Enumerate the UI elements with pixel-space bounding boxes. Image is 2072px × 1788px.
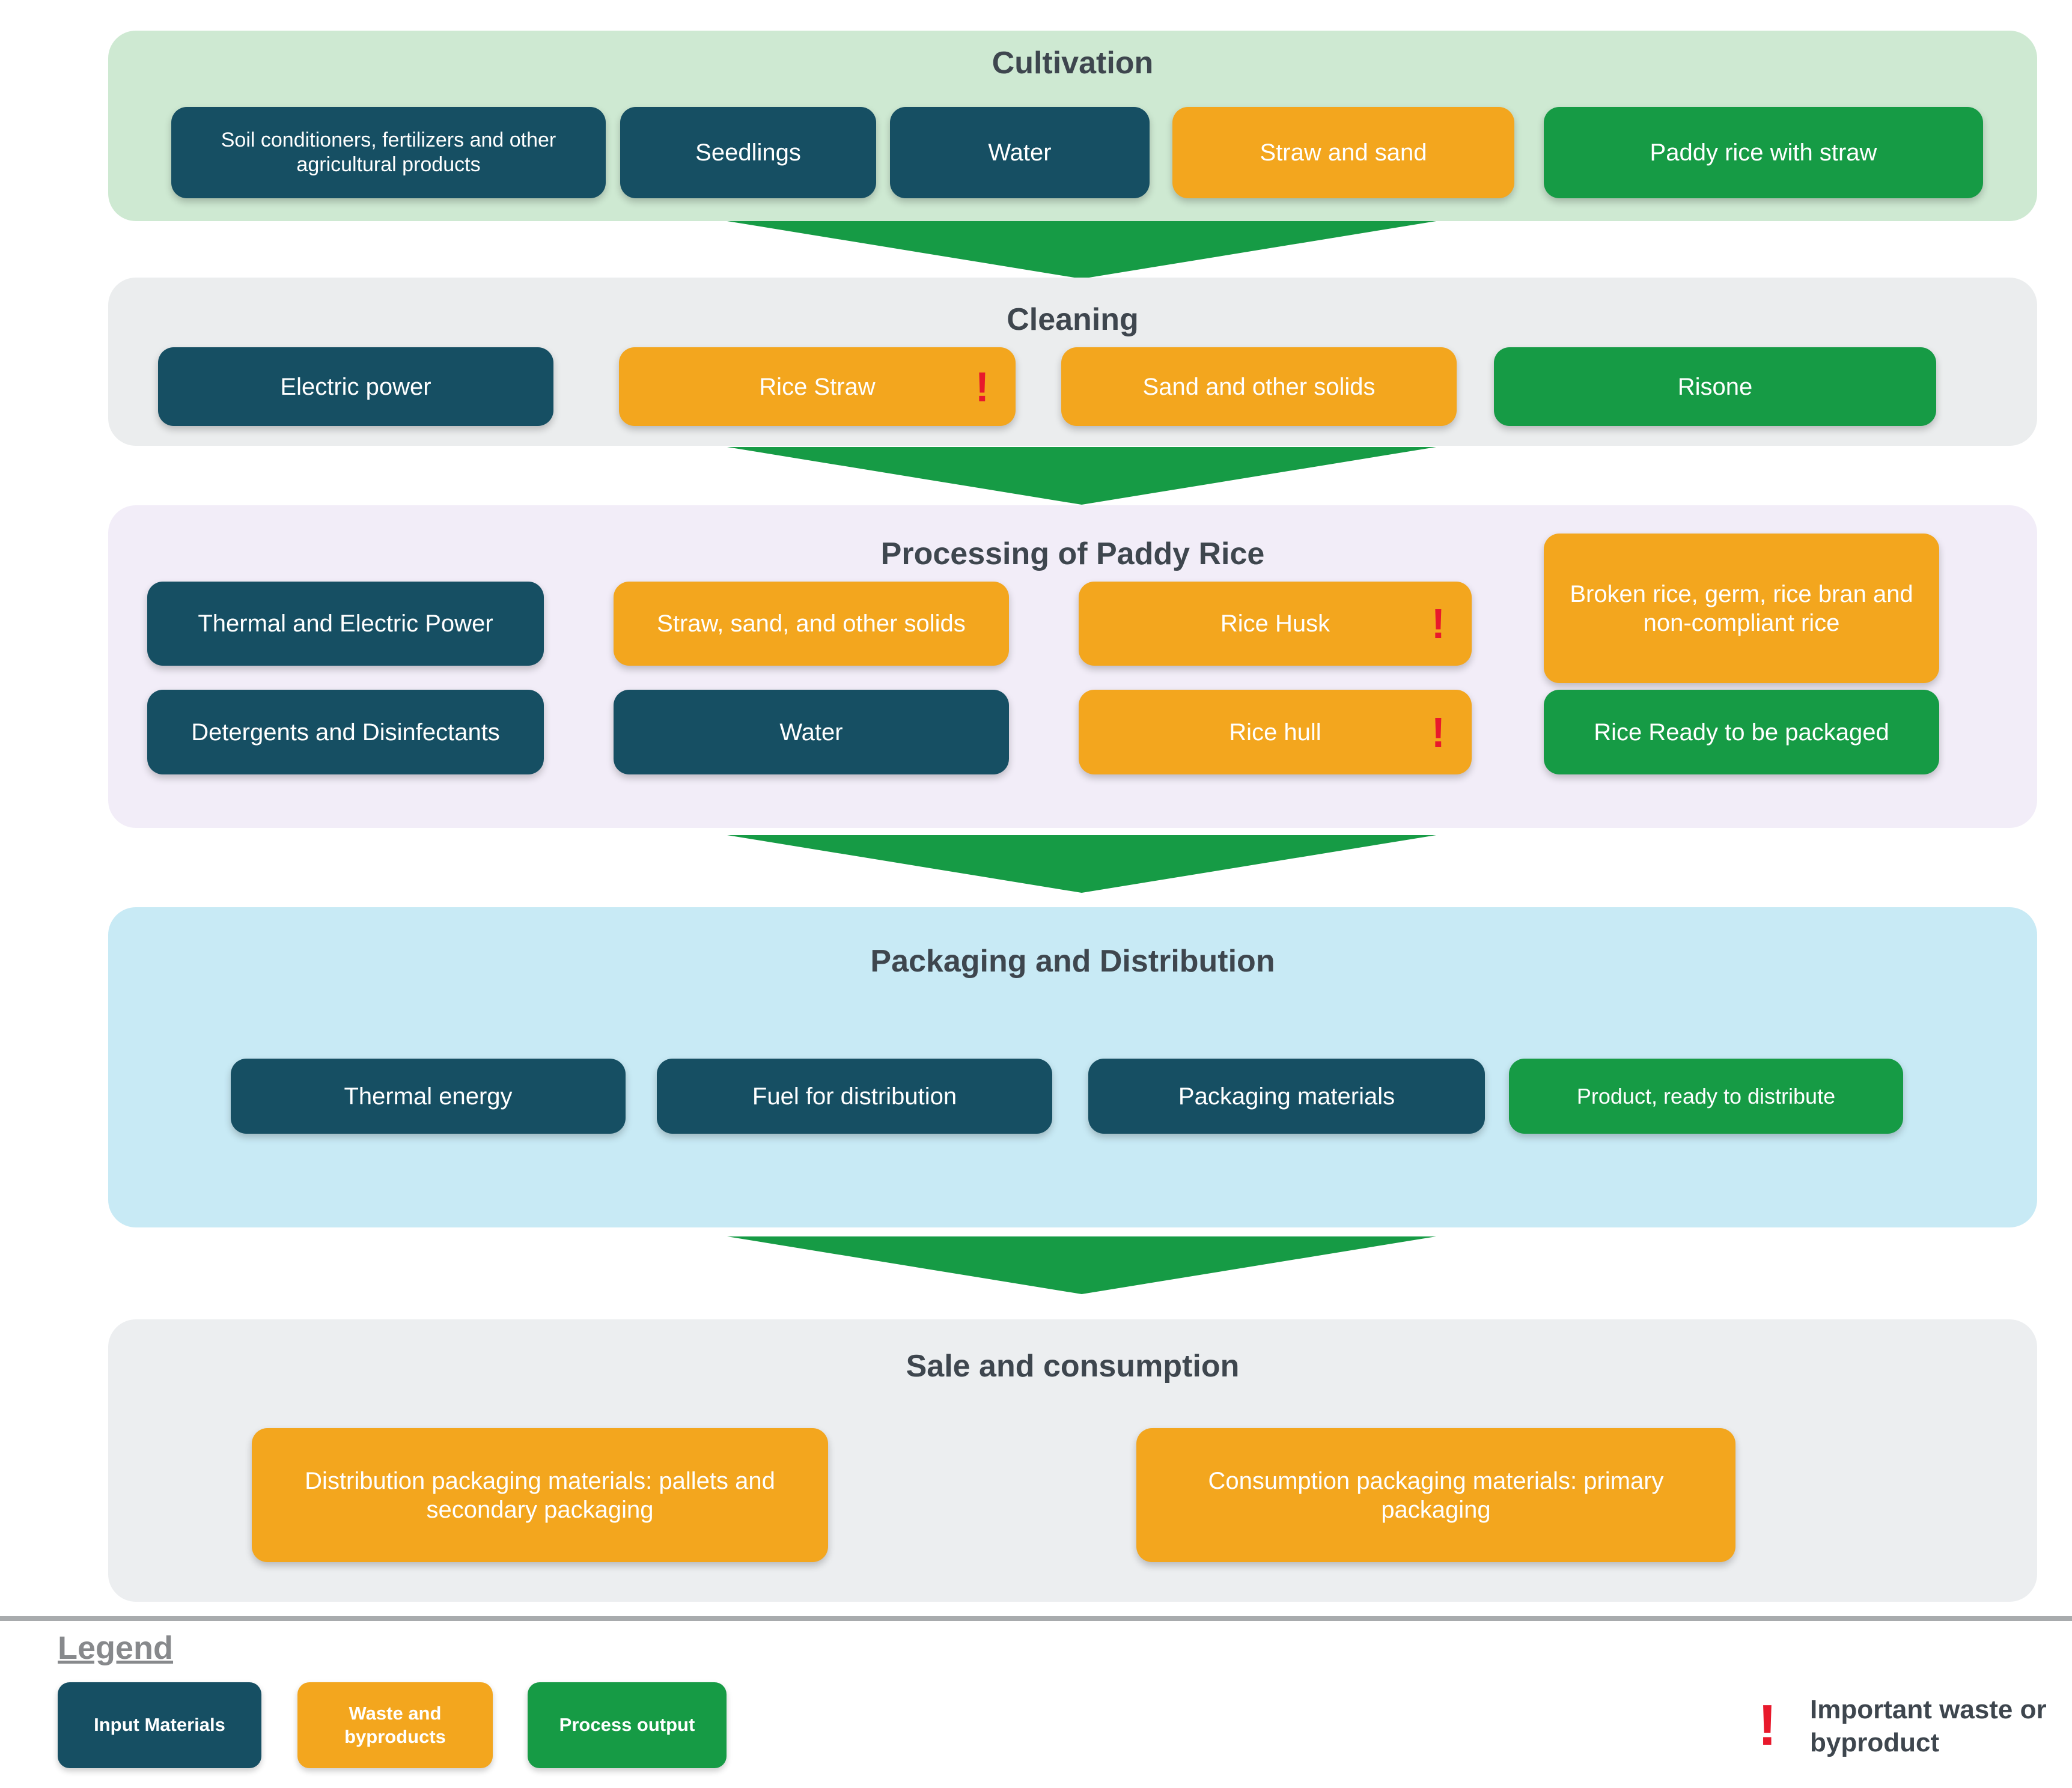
box-consumption-packaging-materials: Consumption packaging materials: primary…	[1136, 1428, 1735, 1562]
box-rice-straw: Rice Straw !	[619, 347, 1016, 426]
legend-swatch-input-materials: Input Materials	[58, 1682, 261, 1768]
flow-arrow-down-icon-1	[727, 221, 1436, 279]
box-packaging-materials: Packaging materials	[1088, 1059, 1485, 1134]
section-title-cultivation: Cultivation	[992, 46, 1154, 81]
box-product-ready-to-distribute: Product, ready to distribute	[1509, 1059, 1903, 1134]
important-waste-icon: !	[1431, 600, 1445, 647]
box-label: Rice Husk	[1220, 610, 1330, 637]
legend-alert-label: Important waste or byproduct	[1810, 1695, 2047, 1757]
box-soil-conditioners: Soil conditioners, fertilizers and other…	[171, 107, 606, 198]
box-label: Thermal energy	[344, 1083, 513, 1110]
section-cleaning: Cleaning Electric power Rice Straw ! San…	[108, 278, 2037, 446]
legend-heading: Legend	[58, 1630, 174, 1666]
box-label: Product, ready to distribute	[1576, 1083, 1836, 1108]
box-label: Paddy rice with straw	[1650, 139, 1877, 166]
section-sale: Sale and consumption Distribution packag…	[108, 1319, 2037, 1602]
section-processing: Processing of Paddy Rice Thermal and Ele…	[108, 505, 2037, 828]
box-straw-sand-other-solids: Straw, sand, and other solids	[614, 582, 1009, 666]
box-water-cultivation: Water	[890, 107, 1150, 198]
box-seedlings: Seedlings	[620, 107, 876, 198]
box-rice-husk: Rice Husk !	[1079, 582, 1472, 666]
legend-label: Process output	[559, 1714, 695, 1736]
important-waste-icon: !	[1758, 1682, 1777, 1768]
flow-arrow-down-icon-3	[727, 835, 1436, 893]
box-detergents-disinfectants: Detergents and Disinfectants	[147, 690, 544, 774]
box-label: Consumption packaging materials: primary…	[1208, 1467, 1664, 1523]
box-thermal-energy: Thermal energy	[231, 1059, 626, 1134]
important-waste-icon: !	[975, 363, 989, 410]
section-title-sale: Sale and consumption	[906, 1349, 1240, 1384]
flow-arrow-down-icon-2	[727, 447, 1436, 505]
box-label: Packaging materials	[1178, 1083, 1395, 1110]
box-label: Straw and sand	[1260, 139, 1427, 166]
box-label: Water	[779, 719, 843, 746]
legend-label: Input Materials	[94, 1714, 225, 1736]
legend-divider	[0, 1616, 2072, 1621]
box-label: Straw, sand, and other solids	[657, 610, 966, 637]
box-straw-and-sand: Straw and sand	[1172, 107, 1514, 198]
box-label: Distribution packaging materials: pallet…	[305, 1467, 775, 1523]
section-title-packaging: Packaging and Distribution	[870, 944, 1275, 979]
box-thermal-and-electric-power: Thermal and Electric Power	[147, 582, 544, 666]
box-paddy-rice-with-straw: Paddy rice with straw	[1544, 107, 1983, 198]
box-label: Thermal and Electric Power	[198, 610, 493, 637]
box-label: Soil conditioners, fertilizers and other…	[221, 129, 556, 176]
box-label: Water	[988, 139, 1052, 166]
important-waste-icon: !	[1431, 708, 1445, 756]
box-label: Fuel for distribution	[752, 1083, 957, 1110]
box-label: Broken rice, germ, rice bran and non-com…	[1570, 580, 1913, 636]
box-label: Seedlings	[695, 139, 801, 166]
box-distribution-packaging-materials: Distribution packaging materials: pallet…	[252, 1428, 828, 1562]
box-label: Detergents and Disinfectants	[191, 719, 500, 746]
box-electric-power: Electric power	[158, 347, 553, 426]
flow-arrow-down-icon-4	[727, 1236, 1436, 1294]
box-water-processing: Water	[614, 690, 1009, 774]
box-rice-hull: Rice hull !	[1079, 690, 1472, 774]
legend-alert-symbol: !	[1758, 1692, 1777, 1757]
box-broken-rice-germ-bran: Broken rice, germ, rice bran and non-com…	[1544, 534, 1939, 683]
box-rice-ready-to-be-packaged: Rice Ready to be packaged	[1544, 690, 1939, 774]
section-title-processing: Processing of Paddy Rice	[880, 537, 1265, 571]
section-title-cleaning: Cleaning	[1007, 302, 1139, 337]
section-cultivation: Cultivation Soil conditioners, fertilize…	[108, 31, 2037, 221]
legend-label: Waste and byproducts	[344, 1702, 446, 1747]
box-risone: Risone	[1494, 347, 1936, 426]
box-label: Risone	[1677, 373, 1753, 400]
box-sand-and-other-solids: Sand and other solids	[1061, 347, 1457, 426]
box-label: Electric power	[280, 373, 431, 400]
box-label: Rice Straw	[759, 373, 876, 400]
box-label: Sand and other solids	[1142, 373, 1376, 400]
box-fuel-for-distribution: Fuel for distribution	[657, 1059, 1052, 1134]
box-label: Rice hull	[1229, 719, 1321, 746]
section-packaging: Packaging and Distribution Thermal energ…	[108, 907, 2037, 1227]
legend-swatch-waste-byproducts: Waste and byproducts	[297, 1682, 493, 1768]
box-label: Rice Ready to be packaged	[1594, 719, 1889, 746]
legend-swatch-process-output: Process output	[528, 1682, 727, 1768]
